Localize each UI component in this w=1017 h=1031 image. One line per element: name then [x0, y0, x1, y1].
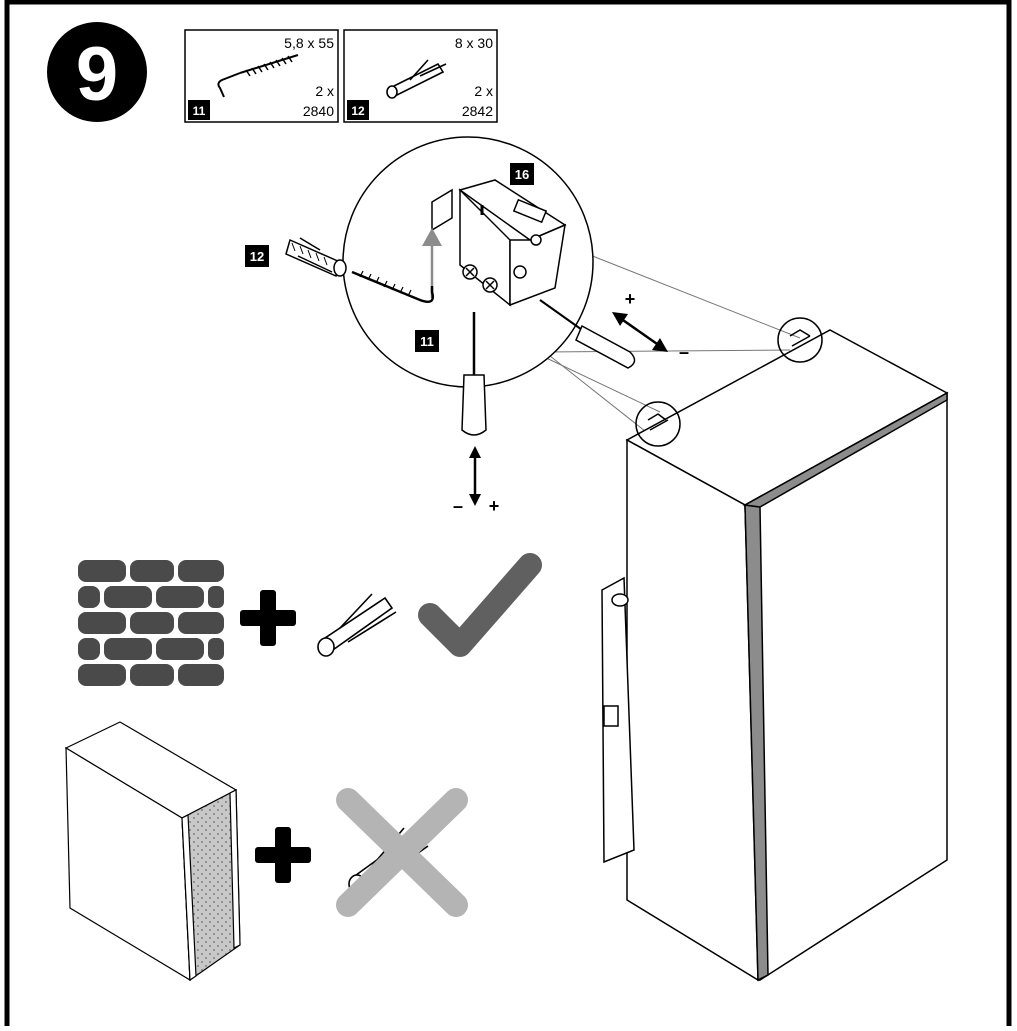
vertical-plus-label: + [489, 496, 500, 516]
parts-box-12: 8 x 30 2 x 2842 12 [343, 29, 498, 123]
page-frame [4, 0, 1012, 1026]
plus-sign-1 [240, 590, 296, 646]
part-size: 8 x 30 [455, 35, 493, 51]
hook-screw [351, 270, 434, 303]
part-qty: 2 x [474, 83, 493, 99]
plus-sign-2 [255, 827, 311, 883]
l-hook-screw-icon [217, 54, 299, 98]
part-tag: 11 [193, 104, 206, 118]
step-number-badge: 9 [47, 22, 147, 122]
horizontal-adjust-arrow: + – [612, 289, 689, 362]
part-qty: 2 x [315, 83, 334, 99]
checkmark-icon [418, 553, 542, 657]
tall-cabinet [601, 317, 949, 982]
bracket-tag: 16 [515, 167, 529, 182]
adjust-plus-label: + [625, 289, 636, 309]
wall-plug-ok-icon [317, 593, 397, 657]
mounting-bracket [431, 179, 567, 307]
zoom-guide-lines [539, 254, 801, 436]
screw-tag: 11 [420, 334, 434, 349]
part-code: 2840 [303, 103, 334, 119]
wall-plug-detail [285, 237, 347, 278]
drywall-panel-icon [64, 721, 241, 982]
part-code: 2842 [462, 103, 493, 119]
part-size: 5,8 x 55 [284, 35, 334, 51]
vertical-adjust-arrow: – + [453, 446, 499, 516]
screwdriver-horizontal [539, 299, 636, 369]
spirit-level [601, 576, 635, 864]
adjust-minus-label: – [679, 342, 689, 362]
plug-tag: 12 [250, 249, 264, 264]
cross-icon [336, 788, 468, 917]
part-tag: 12 [351, 104, 365, 118]
step-number: 9 [76, 32, 118, 117]
brick-wall-icon [78, 560, 224, 686]
vertical-minus-label: – [453, 496, 463, 516]
screwdriver-vertical [461, 312, 487, 436]
parts-box-11: 5,8 x 55 2 x 2840 11 [184, 29, 339, 123]
detail-zoom-circle: 16 11 [342, 136, 594, 388]
wall-plug-icon [386, 59, 447, 99]
